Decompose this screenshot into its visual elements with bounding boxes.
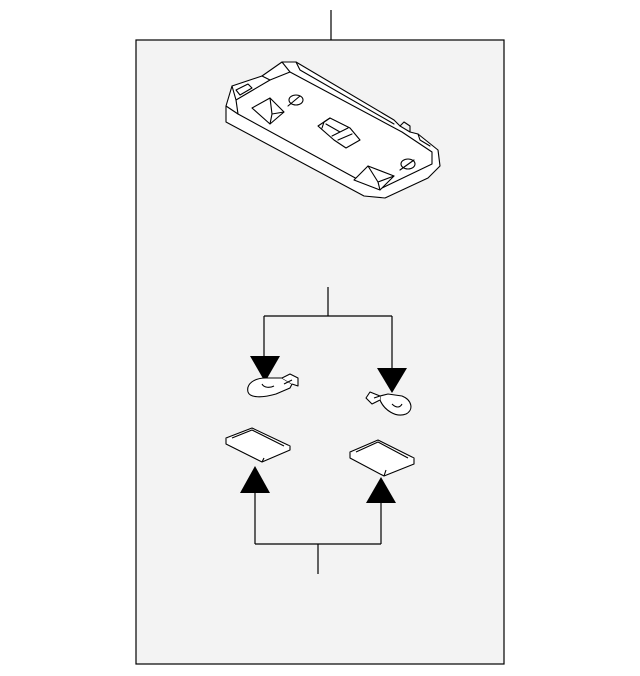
lens-leader-bracket [254, 493, 382, 574]
bulb-right-arrow [377, 368, 407, 393]
lens-left-arrow [240, 466, 270, 493]
bulb-left-arrow [250, 356, 280, 382]
bulb-right [365, 391, 412, 416]
lens-right [349, 439, 415, 477]
bulb-left [247, 373, 299, 398]
dome-lamp-assembly [225, 61, 441, 199]
lens-right-arrow [366, 477, 396, 503]
lens-left [225, 427, 291, 463]
bulb-leader-bracket [263, 287, 393, 368]
